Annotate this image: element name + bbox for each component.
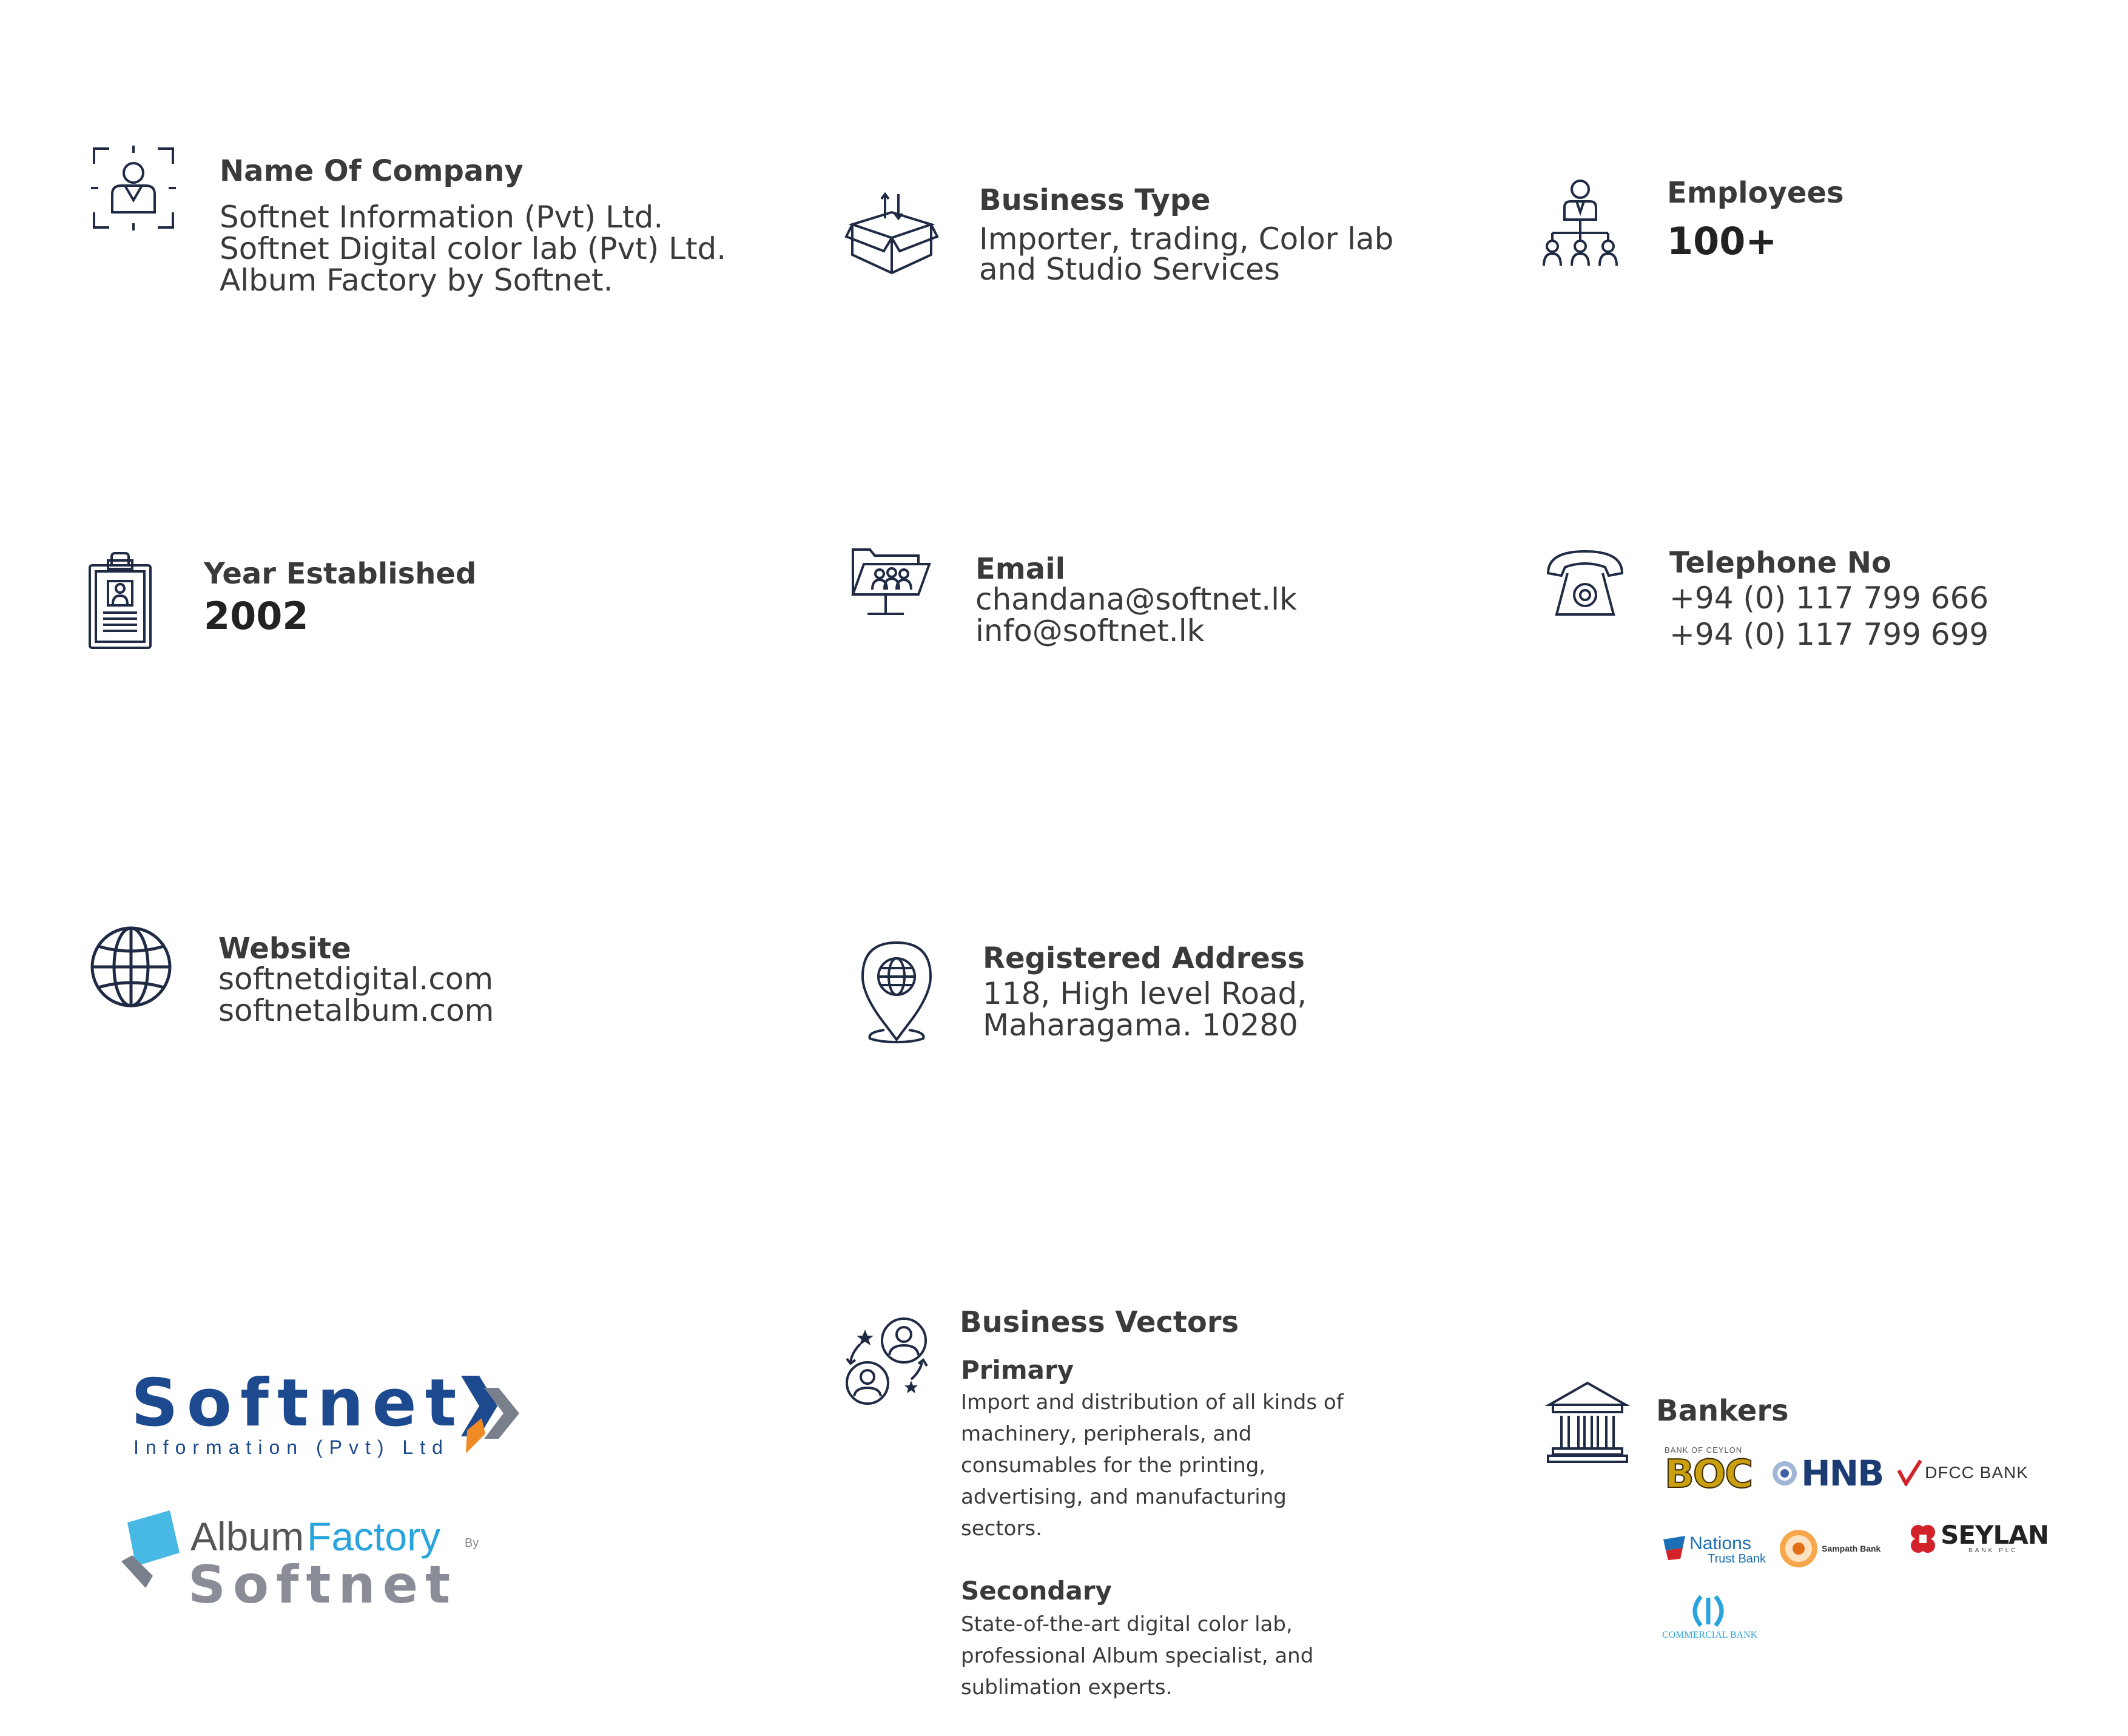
vectors-label: Business Vectors [960,1305,1239,1339]
address-label: Registered Address [983,941,1305,975]
secondary-line-3: sublimation experts. [961,1675,1173,1700]
primary-label: Primary [961,1355,1074,1385]
address-2: Maharagama. 10280 [983,1008,1298,1043]
employees-value: 100+ [1667,219,1777,263]
seylan-logo: SEYLAN BANK PLC [1908,1522,2049,1556]
company-logos: Softnet Information (Pvt) Ltd Album Fact… [91,1359,528,1644]
ntb-logo-text-2: Trust Bank [1708,1552,1766,1566]
employees-label: Employees [1667,176,1844,210]
album-softnet-text: Softnet [188,1555,458,1615]
boc-logo: BANK OF CEYLON BOC [1664,1445,1754,1497]
telephone-icon [1546,549,1625,616]
telephone-label: Telephone No [1669,546,1892,580]
telephone-1[interactable]: +94 (0) 117 799 666 [1669,580,1989,616]
sampath-logo: Sampath Bank [1779,1529,1881,1569]
company-name-2: Softnet Digital color lab (Pvt) Ltd. [220,231,727,266]
hnb-emblem-icon [1773,1461,1797,1485]
primary-line-5: sectors. [961,1516,1042,1541]
company-name-3: Album Factory by Softnet. [220,263,613,298]
commercial-bank-text: COMMERCIAL BANK [1662,1630,1758,1640]
secondary-line-1: State-of-the-art digital color lab, [961,1612,1293,1637]
dfcc-tick-icon [1897,1459,1922,1486]
dfcc-logo-text: DFCC BANK [1925,1463,2029,1482]
org-chart-icon [1543,177,1618,268]
email-label: Email [975,552,1066,586]
factory-text: Factory [307,1514,441,1559]
boc-logo-text: BOC [1664,1452,1754,1497]
address-1: 118, High level Road, [983,976,1307,1011]
album-text: Album [190,1514,305,1559]
commercial-bank-logo: COMMERCIAL BANK [1662,1594,1757,1640]
seylan-logo-text: SEYLAN [1941,1520,2049,1550]
seylan-emblem-icon [1911,1525,1935,1553]
company-label: Name Of Company [220,154,524,188]
year-label: Year Established [204,557,477,591]
business-type-line-2: and Studio Services [979,252,1280,287]
by-text: By [465,1536,479,1550]
location-globe-pin-icon [861,941,932,1044]
sampath-emblem-icon [1780,1530,1817,1567]
company-name-1: Softnet Information (Pvt) Ltd. [220,200,664,235]
business-type-line-1: Importer, trading, Color lab [979,221,1394,257]
ntb-logo: Nations Trust Bank [1662,1535,1766,1565]
boc-logo-top: BANK OF CEYLON [1665,1445,1743,1455]
softnet-logo-subtitle: Information (Pvt) Ltd [133,1436,450,1458]
primary-line-1: Import and distribution of all kinds of [961,1390,1344,1415]
secondary-label: Secondary [961,1576,1112,1606]
album-cube-icon [121,1510,180,1588]
ntb-logo-text: Nations [1689,1533,1751,1553]
website-2[interactable]: softnetalbum.com [218,993,494,1028]
person-focus-icon [91,146,176,230]
website-1[interactable]: softnetdigital.com [218,961,494,997]
year-value: 2002 [204,594,309,638]
team-folder-icon [851,546,931,619]
email-1[interactable]: chandana@softnet.lk [975,582,1297,617]
bankers-label: Bankers [1656,1394,1789,1428]
sampath-logo-text: Sampath Bank [1822,1544,1881,1553]
primary-line-4: advertising, and manufacturing [961,1485,1287,1509]
hnb-logo: HNB [1771,1453,1884,1494]
bank-building-icon [1544,1381,1631,1463]
seylan-logo-subtext: BANK PLC [1968,1547,2018,1554]
globe-icon [90,926,172,1008]
open-box-icon [844,188,939,279]
network-people-icon [843,1316,928,1407]
secondary-line-2: professional Album specialist, and [961,1644,1314,1668]
hnb-logo-text: HNB [1801,1453,1884,1494]
telephone-2[interactable]: +94 (0) 117 799 699 [1669,617,1989,652]
business-type-label: Business Type [979,183,1211,217]
commercial-bank-emblem-icon [1692,1595,1724,1627]
primary-line-2: machinery, peripherals, and [961,1422,1252,1446]
album-factory-logo: Album Factory By Softnet [91,1498,528,1632]
email-2[interactable]: info@softnet.lk [975,613,1205,648]
website-label: Website [218,932,351,966]
ntb-flag-icon [1663,1536,1685,1560]
dfcc-logo: DFCC BANK [1897,1459,2029,1486]
clipboard-id-icon [89,552,152,649]
softnet-logo: Softnet Information (Pvt) Ltd [91,1359,528,1492]
softnet-arrow-icon [461,1376,519,1453]
primary-line-3: consumables for the printing, [961,1453,1266,1478]
softnet-logo-text: Softnet [131,1365,465,1441]
